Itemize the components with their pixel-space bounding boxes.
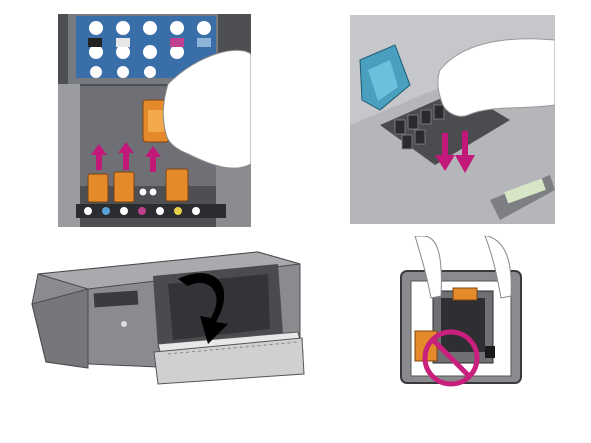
curved-arrow-icon — [178, 273, 228, 344]
hand-icon — [162, 49, 251, 169]
printhead-held — [142, 99, 170, 143]
lift-arrow-icon — [91, 142, 161, 172]
hand-icon — [414, 236, 442, 299]
printhead-insert-illustration — [58, 14, 251, 227]
printer-display — [490, 175, 555, 220]
hand-icon — [484, 236, 512, 299]
press-arrow-icon — [435, 131, 475, 173]
printer-illustration — [31, 251, 305, 385]
panel-close-cover — [28, 244, 310, 392]
hand-icon — [437, 38, 555, 117]
printhead-contact-illustration — [400, 236, 522, 387]
panel-do-not-touch — [393, 236, 526, 391]
printer-display — [93, 290, 139, 308]
panel-cartridge-insert — [350, 15, 555, 224]
power-button — [121, 321, 127, 327]
cartridge-insert-illustration — [350, 15, 555, 224]
ink-cartridge-blue — [359, 44, 411, 111]
panel-printhead-insert — [58, 14, 251, 227]
printheads-installed — [87, 168, 189, 203]
prohibited-icon — [422, 329, 480, 387]
color-tabs — [76, 204, 226, 218]
